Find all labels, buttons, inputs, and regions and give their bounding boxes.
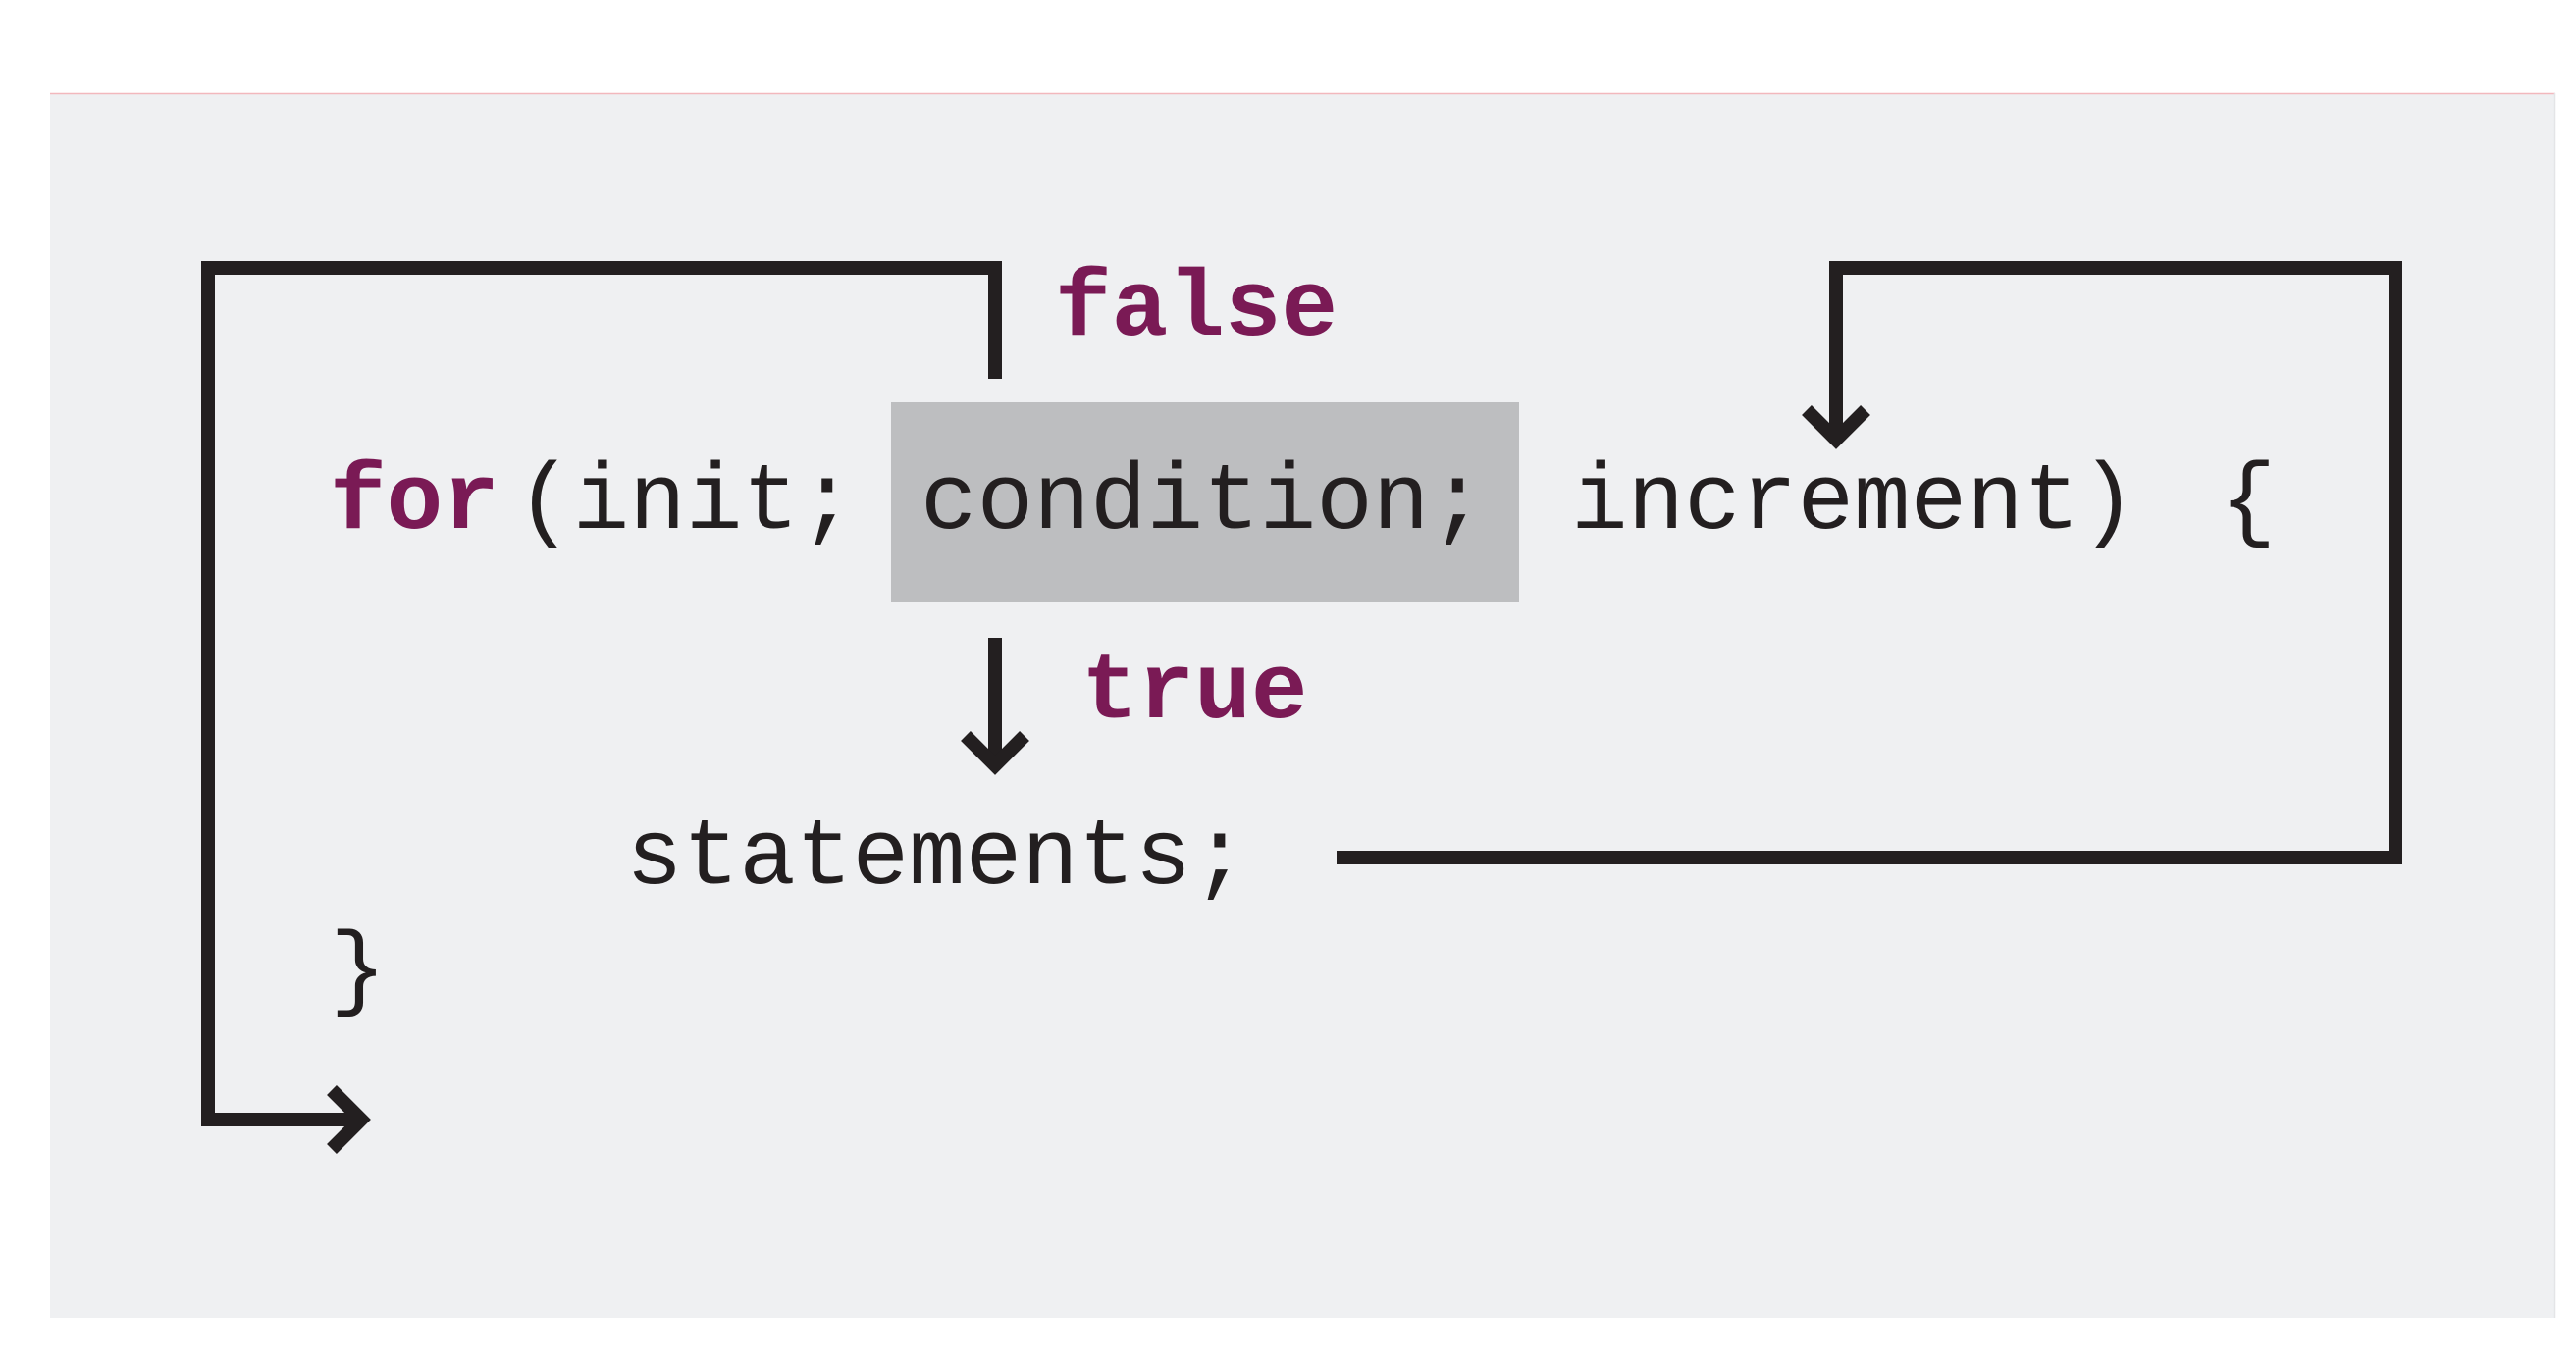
false-label: false — [1055, 256, 1338, 363]
increment-clause: increment) — [1571, 449, 2136, 556]
true-label: true — [1081, 639, 1307, 746]
panel-background — [50, 93, 2555, 1318]
increment-arrowhead — [1802, 405, 1870, 449]
condition-highlight — [891, 402, 1519, 602]
true-arrowhead — [961, 731, 1029, 775]
false-arrowhead — [327, 1085, 371, 1154]
open-brace: { — [2220, 449, 2277, 556]
loop-back-path-arrow — [1337, 261, 2402, 864]
for-keyword: for — [330, 449, 499, 556]
statements: statements; — [626, 805, 1248, 912]
false-path-arrow — [201, 261, 1002, 1126]
close-brace: } — [330, 918, 387, 1025]
init-clause: (init; — [516, 449, 856, 556]
condition-clause: condition; — [920, 449, 1486, 556]
